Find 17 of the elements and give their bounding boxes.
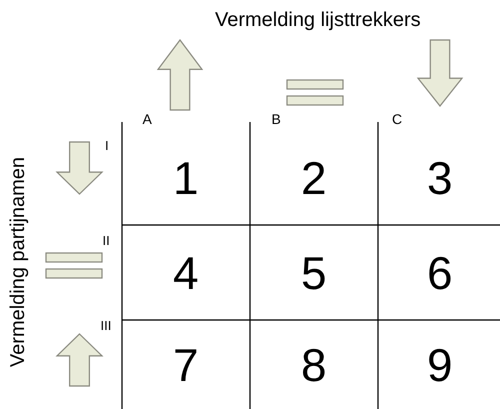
title: Vermelding lijsttrekkers <box>215 10 421 30</box>
cell-number: 4 <box>173 250 199 296</box>
cell-number: 2 <box>301 155 327 201</box>
column-letter: C <box>392 112 402 126</box>
row-letter: I <box>105 138 109 152</box>
column-letter: B <box>272 112 281 126</box>
cell-number: 1 <box>173 155 199 201</box>
cell-number: 8 <box>301 342 327 388</box>
cell-number: 6 <box>427 250 453 296</box>
cell-number: 9 <box>427 342 453 388</box>
axis-label: Vermelding partijnamen <box>8 156 28 368</box>
cell-number: 3 <box>427 155 453 201</box>
row-letter: II <box>102 234 110 246</box>
row-letter: III <box>100 318 112 332</box>
column-letter: A <box>142 112 152 126</box>
cell-number: 5 <box>301 250 327 296</box>
cell-number: 7 <box>173 342 199 388</box>
